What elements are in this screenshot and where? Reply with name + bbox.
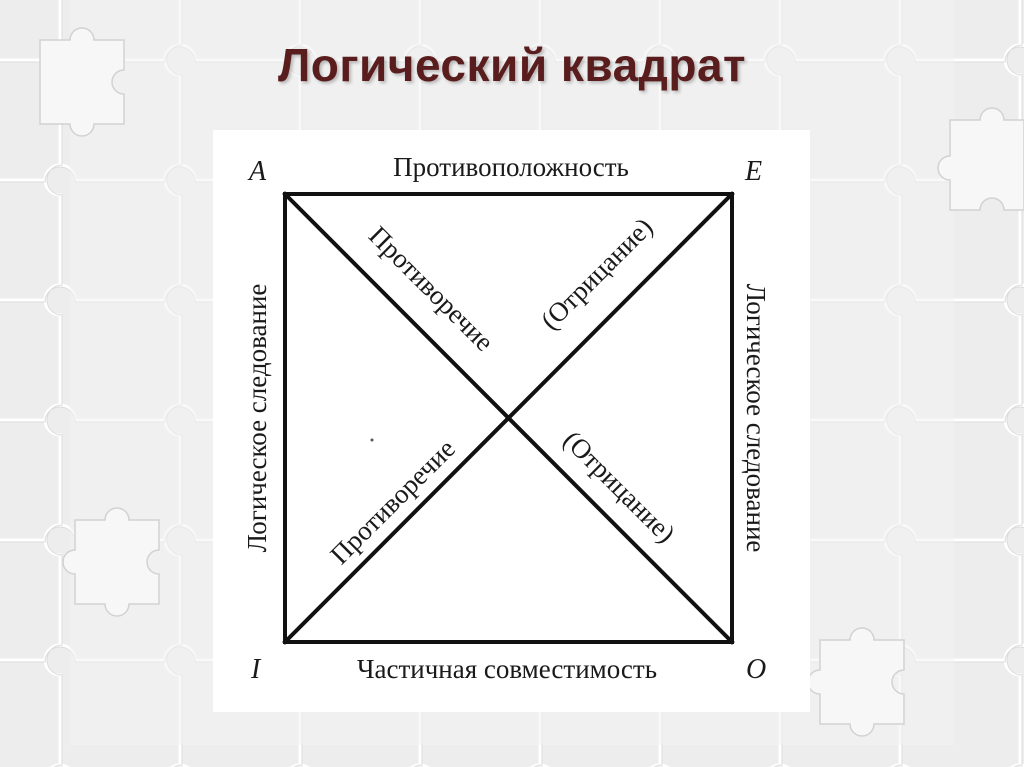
stray-dot — [370, 438, 374, 442]
left-side-label: Логическое следование — [242, 284, 272, 553]
slide-title: Логический квадрат — [277, 39, 747, 91]
corner-label-a: A — [247, 156, 267, 187]
square-lines — [282, 191, 735, 645]
diagonal-e-i — [282, 191, 735, 645]
corner-label-o: O — [746, 654, 766, 685]
puzzle-piece-right — [937, 107, 1024, 211]
diagonal-upper-right-label: (Отрицание) — [535, 212, 659, 336]
diagonal-lower-left-label: Противоречие — [324, 433, 461, 570]
square-outline — [283, 192, 734, 644]
corner-label-i: I — [250, 654, 262, 685]
right-side-label: Логическое следование — [741, 284, 771, 553]
puzzle-piece-left — [62, 507, 160, 617]
diagonal-upper-left-label: Противоречие — [363, 220, 500, 357]
logical-square-diagram: A E I O Противоположность Частичная совм… — [242, 152, 771, 685]
bottom-side-label: Частичная совместимость — [357, 654, 657, 684]
corner-label-e: E — [744, 156, 762, 187]
top-side-label: Противоположность — [393, 152, 629, 182]
puzzle-piece-top-left — [39, 27, 125, 137]
puzzle-piece-bottom-right — [807, 627, 905, 737]
